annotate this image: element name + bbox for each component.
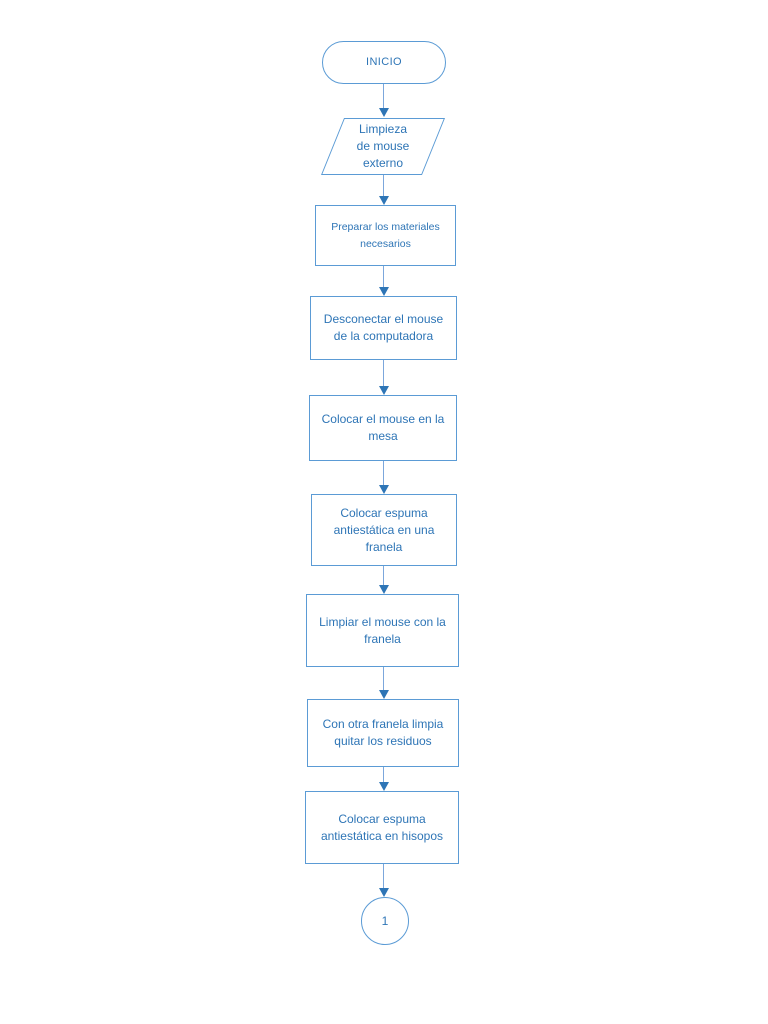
arrow-down-icon bbox=[378, 485, 389, 494]
flow-node-limpiar-mouse-franela: Limpiar el mouse con la franela bbox=[306, 594, 459, 667]
flow-node-desconectar-mouse-label: Desconectar el mouse de la computadora bbox=[323, 312, 444, 343]
arrow-down-icon bbox=[378, 287, 389, 296]
arrow-line bbox=[383, 360, 384, 386]
arrow-line bbox=[383, 667, 384, 690]
arrow-down-icon bbox=[378, 690, 389, 699]
flow-node-preparar-materiales: Preparar los materiales necesarios bbox=[315, 205, 456, 266]
flow-arrow-4 bbox=[378, 360, 389, 395]
flow-arrow-8 bbox=[378, 767, 389, 791]
flow-node-espuma-franela-label: Colocar espuma antiestática en una frane… bbox=[333, 505, 435, 554]
flow-node-quitar-residuos-label: Con otra franela limpia quitar los resid… bbox=[322, 717, 444, 748]
flow-node-limpiar-mouse-franela-label: Limpiar el mouse con la franela bbox=[319, 614, 446, 646]
arrow-line bbox=[383, 266, 384, 287]
flow-arrow-7 bbox=[378, 667, 389, 699]
flow-arrow-6 bbox=[378, 566, 389, 594]
flow-arrow-5 bbox=[378, 461, 389, 494]
flow-arrow-3 bbox=[378, 266, 389, 296]
flow-node-espuma-hisopos-label: Colocar espuma antiestática en hisopos bbox=[320, 811, 444, 843]
arrow-down-icon bbox=[378, 585, 389, 594]
flow-node-inicio-label: INICIO bbox=[365, 56, 402, 68]
arrow-down-icon bbox=[378, 782, 389, 791]
arrow-line bbox=[383, 566, 384, 585]
flow-node-desconectar-mouse: Desconectar el mouse de la computadora bbox=[310, 296, 457, 360]
arrow-line bbox=[383, 461, 384, 485]
flow-node-limpieza-label: Limpieza de mouse externo bbox=[356, 122, 410, 170]
flow-node-espuma-franela: Colocar espuma antiestática en una frane… bbox=[311, 494, 457, 566]
flow-node-colocar-mouse-mesa: Colocar el mouse en la mesa bbox=[309, 395, 457, 461]
arrow-down-icon bbox=[378, 108, 389, 117]
arrow-line bbox=[383, 84, 384, 108]
flow-node-preparar-materiales-label: Preparar los materiales necesarios bbox=[331, 220, 440, 250]
arrow-down-icon bbox=[378, 888, 389, 897]
arrow-line bbox=[383, 864, 384, 888]
arrow-down-icon bbox=[378, 196, 389, 205]
flow-node-inicio: INICIO bbox=[322, 41, 446, 84]
arrow-down-icon bbox=[378, 386, 389, 395]
flow-arrow-9 bbox=[378, 864, 389, 897]
flow-node-connector-1-label: 1 bbox=[381, 913, 389, 928]
flow-node-connector-1: 1 bbox=[361, 897, 409, 945]
flow-node-quitar-residuos: Con otra franela limpia quitar los resid… bbox=[307, 699, 459, 767]
arrow-line bbox=[383, 767, 384, 782]
flow-arrow-2 bbox=[378, 175, 389, 205]
flow-node-colocar-mouse-mesa-label: Colocar el mouse en la mesa bbox=[321, 412, 445, 443]
flow-node-espuma-hisopos: Colocar espuma antiestática en hisopos bbox=[305, 791, 459, 864]
flow-arrow-1 bbox=[378, 84, 389, 117]
arrow-line bbox=[383, 175, 384, 196]
